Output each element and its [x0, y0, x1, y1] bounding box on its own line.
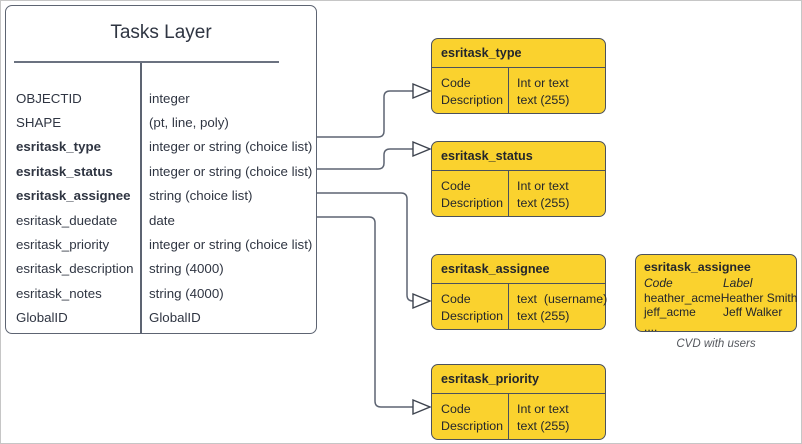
domain-box-title: esritask_status — [441, 149, 533, 163]
table-row[interactable]: esritask_type integer or string (choice … — [6, 135, 316, 159]
cvd-title: esritask_assignee — [644, 260, 751, 274]
domain-header-divider — [432, 67, 605, 69]
connector-to-type — [317, 90, 413, 138]
field-type: string (choice list) — [149, 188, 253, 204]
domain-header-divider — [432, 393, 605, 395]
table-row[interactable]: OBJECTID integer — [6, 86, 316, 110]
domain-box-esritask-assignee[interactable]: esritask_assignee Code Description text … — [431, 254, 608, 330]
domain-box-esritask-priority[interactable]: esritask_priority Code Description Int o… — [431, 364, 606, 440]
field-type: GlobalID — [149, 310, 201, 326]
table-row[interactable]: SHAPE (pt, line, poly) — [6, 110, 316, 134]
domain-right-cell: Int or text text (255) — [517, 402, 570, 433]
domain-left-cell: Code Description — [441, 402, 503, 433]
domain-header-divider — [432, 170, 605, 172]
domain-box-title: esritask_assignee — [441, 262, 550, 276]
field-name: esritask_duedate — [16, 212, 118, 228]
cvd-users-box[interactable]: esritask_assignee Code Label heather_acm… — [635, 254, 797, 335]
table-row[interactable]: esritask_notes string (4000) — [6, 281, 316, 305]
table-row[interactable]: esritask_priority integer or string (cho… — [6, 232, 316, 256]
cvd-label: Jeff Walker — [723, 305, 783, 319]
title-divider — [14, 61, 279, 63]
field-type: string (4000) — [149, 261, 224, 277]
tasks-layer-table[interactable]: Tasks Layer OBJECTID integer SHAPE (pt, … — [5, 5, 317, 334]
list-item[interactable]: heather_acme Heather Smith — [644, 290, 797, 306]
cvd-code: .... — [644, 319, 658, 334]
field-name: esritask_status — [16, 163, 113, 179]
cvd-list: Code Label heather_acme Heather Smith je… — [644, 276, 797, 335]
field-type: integer or string (choice list) — [149, 237, 313, 253]
cvd-header-code: Code — [644, 276, 673, 290]
table-row[interactable]: esritask_duedate date — [6, 208, 316, 232]
field-type: integer or string (choice list) — [149, 139, 313, 155]
table-row[interactable]: esritask_status integer or string (choic… — [6, 159, 316, 183]
connector-to-status — [317, 148, 413, 170]
domain-column-divider — [508, 67, 510, 113]
table-row[interactable]: GlobalID GlobalID — [6, 306, 316, 330]
cvd-header-label: Label — [723, 276, 753, 290]
field-type: integer or string (choice list) — [149, 163, 313, 179]
list-item[interactable]: jeff_acme Jeff Walker — [644, 305, 794, 320]
domain-left-cell: Code Description — [441, 292, 503, 323]
field-name: GlobalID — [16, 310, 68, 326]
domain-box-title: esritask_priority — [441, 372, 540, 386]
cvd-code: jeff_acme — [644, 305, 696, 319]
field-name: OBJECTID — [16, 90, 82, 106]
column-divider — [140, 63, 142, 333]
domain-right-cell: text (username) text (255) — [517, 292, 608, 323]
field-list: OBJECTID integer SHAPE (pt, line, poly) … — [6, 86, 316, 330]
field-name: SHAPE — [16, 115, 62, 131]
connector-to-priority — [317, 216, 413, 408]
field-name: esritask_priority — [16, 237, 110, 253]
domain-right-cell: Int or text text (255) — [517, 179, 570, 210]
domain-box-esritask-type[interactable]: esritask_type Code Description Int or te… — [431, 38, 606, 114]
cvd-caption: CVD with users — [676, 338, 756, 350]
list-item[interactable]: .... — [644, 320, 794, 335]
field-type: integer — [149, 90, 190, 106]
domain-left-cell: Code Description — [441, 179, 503, 210]
arrowhead-type — [412, 82, 432, 100]
domain-column-divider — [508, 393, 510, 439]
field-type: date — [149, 212, 175, 228]
arrowhead-assignee — [412, 292, 432, 310]
domain-column-divider — [508, 283, 510, 329]
cvd-header-row: Code Label — [644, 276, 794, 291]
field-type: string (4000) — [149, 285, 224, 301]
field-name: esritask_notes — [16, 285, 102, 301]
field-name: esritask_type — [16, 139, 102, 155]
field-name: esritask_description — [16, 261, 134, 277]
field-type: (pt, line, poly) — [149, 115, 229, 131]
arrowhead-status — [412, 140, 432, 158]
cvd-code: heather_acme — [644, 290, 721, 305]
tasks-layer-title: Tasks Layer — [110, 22, 212, 43]
domain-box-title: esritask_type — [441, 46, 522, 60]
domain-right-cell: Int or text text (255) — [517, 76, 570, 107]
domain-header-divider — [432, 283, 605, 285]
connector-to-assignee — [317, 192, 414, 302]
table-row[interactable]: esritask_description string (4000) — [6, 257, 316, 281]
field-name: esritask_assignee — [16, 188, 131, 204]
table-row[interactable]: esritask_assignee string (choice list) — [6, 184, 316, 208]
arrowhead-priority — [412, 398, 432, 416]
domain-column-divider — [508, 170, 510, 216]
cvd-label: Heather Smith — [720, 290, 798, 305]
domain-left-cell: Code Description — [441, 76, 503, 107]
domain-box-esritask-status[interactable]: esritask_status Code Description Int or … — [431, 141, 606, 217]
